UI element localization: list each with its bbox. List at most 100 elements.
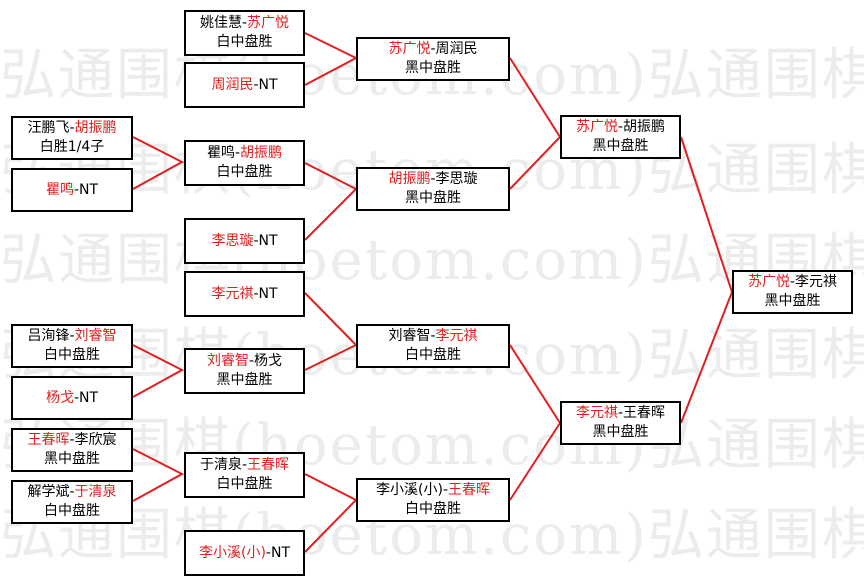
- player-name: 周润民: [211, 76, 254, 93]
- separator: -: [69, 120, 75, 136]
- separator: -: [241, 457, 248, 473]
- connector-line: [304, 32, 359, 86]
- player-name: 李思璇: [435, 171, 478, 187]
- player-name: 李小溪(小): [198, 544, 266, 561]
- separator: -: [234, 145, 241, 161]
- match-box: 李元祺-王春晖黑中盘胜: [560, 401, 681, 445]
- player-name: 解学斌: [27, 484, 70, 500]
- player-name: 李小溪(小): [376, 482, 443, 498]
- player-name: 王春晖: [448, 482, 490, 498]
- match-players: 瞿鸣-胡振鹏: [186, 144, 303, 163]
- match-players: 苏广悦-胡振鹏: [562, 118, 679, 137]
- match-players: 苏广悦-李元祺: [734, 273, 851, 292]
- player-name: NT: [270, 544, 291, 561]
- connector-line: [132, 344, 185, 398]
- match-box: 瞿鸣-胡振鹏白中盘胜: [184, 140, 305, 186]
- match-box: 刘睿智-杨戈黑中盘胜: [184, 348, 305, 394]
- match-result: 白中盘胜: [44, 503, 100, 519]
- match-players: 解学斌-于清泉: [13, 483, 131, 502]
- player-name: 李元祺: [795, 274, 838, 290]
- player-name: 胡振鹏: [623, 119, 666, 135]
- separator: -: [789, 274, 796, 290]
- connector-line: [304, 292, 358, 371]
- player-name: 苏广悦: [747, 274, 790, 290]
- match-players: 李小溪(小)-王春晖: [358, 481, 508, 500]
- match-players: 于清泉-王春晖: [186, 456, 303, 475]
- connector-line: [509, 344, 562, 501]
- separator: -: [241, 15, 248, 31]
- separator: -: [253, 232, 259, 249]
- match-players: 周润民-NT: [186, 76, 303, 95]
- player-name: 王春晖: [247, 457, 290, 473]
- match-result: 黑中盘胜: [592, 424, 649, 440]
- match-result: 白中盘胜: [405, 347, 461, 363]
- match-box: 李元祺-NT: [184, 271, 305, 317]
- match-players: 李元祺-NT: [186, 285, 303, 304]
- match-result: 黑中盘胜: [405, 190, 461, 206]
- separator: -: [69, 484, 75, 500]
- connector-line: [132, 136, 185, 190]
- player-name: 汪鹏飞: [27, 120, 70, 136]
- separator: -: [253, 76, 259, 93]
- player-name: 苏广悦: [247, 15, 290, 31]
- match-box: 李思璇-NT: [184, 218, 305, 264]
- player-name: 周润民: [435, 41, 478, 57]
- separator: -: [617, 405, 624, 421]
- player-name: 胡振鹏: [388, 171, 431, 187]
- match-box: 解学斌-于清泉白中盘胜: [11, 480, 133, 524]
- match-box: 瞿鸣-NT: [11, 168, 133, 212]
- match-players: 苏广悦-周润民: [358, 40, 508, 59]
- player-name: 李元祺: [435, 328, 478, 344]
- player-name: 姚佳慧: [199, 15, 242, 31]
- match-box: 姚佳慧-苏广悦白中盘胜: [184, 10, 305, 56]
- separator: -: [430, 328, 436, 344]
- match-box: 胡振鹏-李思璇黑中盘胜: [356, 167, 510, 211]
- connector-line: [304, 162, 358, 241]
- match-box: 汪鹏飞-胡振鹏白胜1/4子: [11, 116, 133, 160]
- separator: -: [248, 353, 255, 369]
- player-name: 于清泉: [199, 457, 242, 473]
- player-name: 杨戈: [45, 389, 74, 406]
- match-result: 白中盘胜: [44, 347, 100, 363]
- match-result: 白中盘胜: [405, 501, 461, 517]
- player-name: NT: [79, 389, 99, 406]
- player-name: 刘睿智: [74, 328, 117, 344]
- player-name: 胡振鹏: [240, 145, 283, 161]
- player-name: 瞿鸣: [206, 145, 235, 161]
- match-players: 刘睿智-杨戈: [186, 352, 303, 371]
- player-name: 苏广悦: [575, 119, 618, 135]
- separator: -: [265, 544, 271, 561]
- match-players: 姚佳慧-苏广悦: [186, 14, 303, 33]
- separator: -: [442, 482, 448, 498]
- separator: -: [617, 119, 624, 135]
- match-result: 黑中盘胜: [592, 138, 649, 154]
- match-result: 黑中盘胜: [44, 451, 100, 467]
- separator: -: [253, 285, 259, 302]
- player-name: 杨戈: [254, 353, 283, 369]
- match-result: 黑中盘胜: [405, 60, 461, 76]
- player-name: 王春晖: [623, 405, 666, 421]
- connector-line: [509, 57, 562, 190]
- player-name: 李思璇: [211, 232, 254, 249]
- match-players: 胡振鹏-李思璇: [358, 170, 508, 189]
- match-players: 杨戈-NT: [13, 389, 131, 408]
- separator: -: [430, 171, 436, 187]
- separator: -: [69, 328, 75, 344]
- match-box: 周润民-NT: [184, 62, 305, 108]
- connector-line: [304, 473, 358, 553]
- match-players: 汪鹏飞-胡振鹏: [13, 119, 131, 138]
- match-box: 刘睿智-李元祺白中盘胜: [356, 324, 510, 368]
- player-name: 刘睿智: [388, 328, 431, 344]
- connector-line: [132, 448, 185, 502]
- match-box: 李小溪(小)-NT: [184, 530, 305, 576]
- player-name: NT: [258, 232, 278, 249]
- match-box: 王春晖-李欣宸黑中盘胜: [11, 428, 133, 472]
- player-name: 李欣宸: [74, 432, 117, 448]
- match-players: 王春晖-李欣宸: [13, 431, 131, 450]
- match-result: 白胜1/4子: [39, 139, 105, 155]
- player-name: NT: [79, 181, 99, 198]
- match-result: 黑中盘胜: [216, 372, 273, 388]
- match-players: 李小溪(小)-NT: [186, 544, 303, 563]
- player-name: 于清泉: [74, 484, 117, 500]
- watermark-text: 弘通围棋(hoetom.com)弘通围棋: [0, 228, 864, 293]
